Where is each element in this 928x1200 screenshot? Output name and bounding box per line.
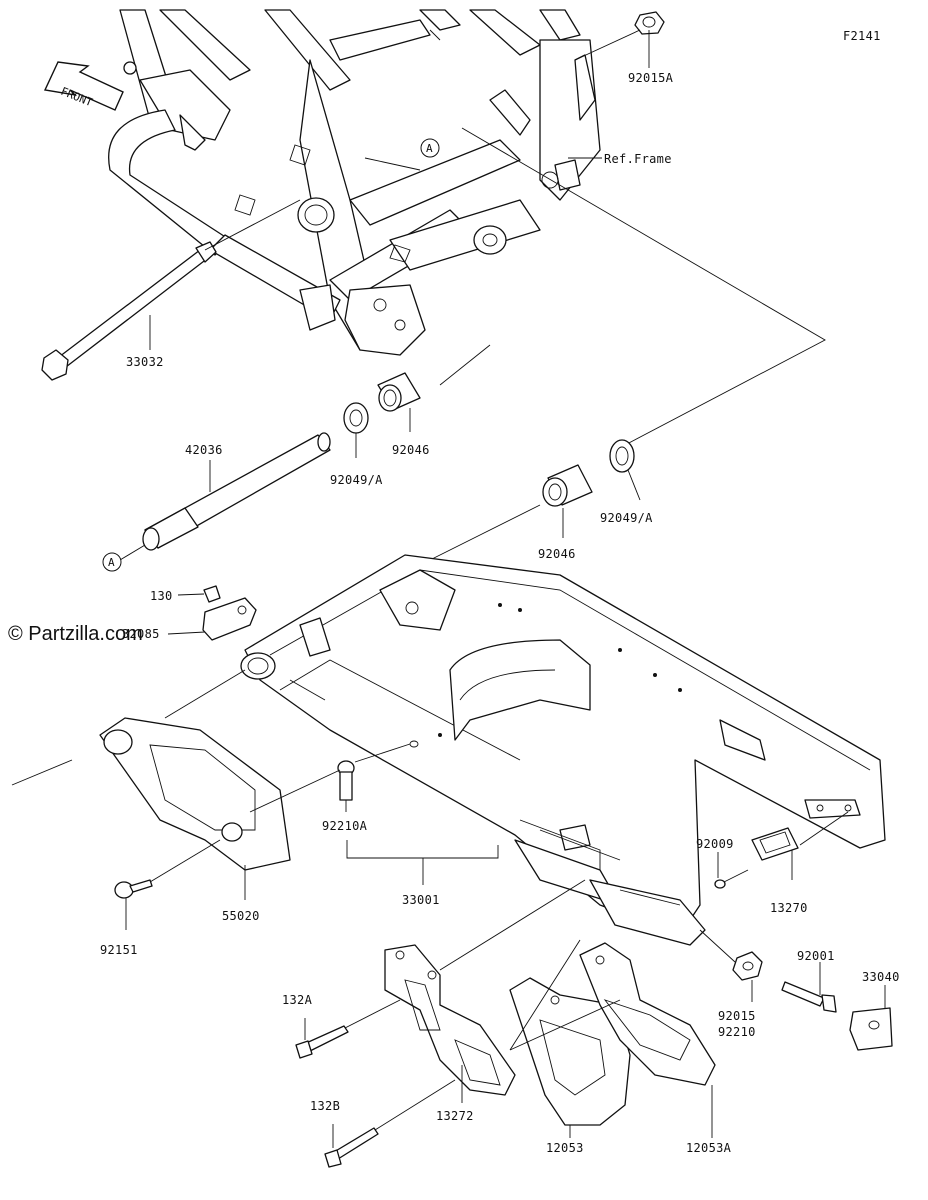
part-92049A-seal-mid (609, 439, 641, 501)
guide-line-bushing (439, 344, 491, 386)
part-33032-pivot-bolt (41, 241, 217, 381)
guide-line-guard-top (164, 669, 246, 719)
callout-a-upper-label: A (426, 142, 433, 155)
frame-drawing (108, 9, 601, 356)
label-132B: 132B (310, 1099, 340, 1113)
part-92015-nut (699, 929, 763, 1002)
part-92210A-bolt (249, 740, 419, 813)
guide-line-13272 (439, 879, 586, 971)
part-32085-bracket (167, 597, 257, 641)
callout-a-lower-leader (119, 544, 146, 561)
part-13272-plate (384, 944, 516, 1103)
label-ref-frame: Ref.Frame (604, 152, 672, 166)
part-130-bolt (177, 585, 221, 603)
guide-line-bolt (204, 199, 301, 251)
label-92046-top: 92046 (392, 443, 430, 457)
part-92046-bushing-top (377, 372, 421, 432)
part-12053A-slider (579, 942, 716, 1138)
diagram-code: F2141 (843, 29, 881, 43)
callout-a-lower-label: A (108, 556, 115, 569)
part-132B-bolt (324, 1079, 456, 1168)
part-55020-guard (99, 717, 291, 900)
part-132A-bolt (295, 999, 401, 1059)
part-33001-swingarm (240, 554, 886, 946)
label-13270: 13270 (770, 901, 808, 915)
part-12053-slider (509, 977, 631, 1138)
watermark: © Partzilla.com (8, 623, 143, 645)
part-92001-bolt (781, 962, 837, 1013)
label-92210A: 92210A (322, 819, 368, 833)
label-92015: 92015 (718, 1009, 756, 1023)
label-92015A: 92015A (628, 71, 674, 85)
label-33040: 33040 (862, 970, 900, 984)
label-92009: 92009 (696, 837, 734, 851)
part-92009-screw (714, 852, 749, 889)
guide-line-guard-left (11, 759, 73, 786)
part-42036-collar (142, 432, 331, 551)
label-92210: 92210 (718, 1025, 756, 1039)
label-92046-mid: 92046 (538, 547, 576, 561)
part-33040-block (849, 985, 893, 1051)
part-92015A-nut (574, 11, 665, 68)
label-12053A: 12053A (686, 1141, 732, 1155)
guide-line-a (364, 157, 421, 171)
part-92049A-seal-top (343, 402, 369, 458)
part-13270-plate (751, 811, 849, 880)
label-13272: 13272 (436, 1109, 474, 1123)
label-33032: 33032 (126, 355, 164, 369)
guide-line-frame (461, 127, 826, 446)
label-132A: 132A (282, 993, 313, 1007)
label-130: 130 (150, 589, 173, 603)
label-12053: 12053 (546, 1141, 584, 1155)
label-92001: 92001 (797, 949, 835, 963)
front-arrow: FRONT (43, 61, 124, 111)
label-42036: 42036 (185, 443, 223, 457)
label-92151: 92151 (100, 943, 138, 957)
callout-a-lower (102, 552, 122, 572)
part-92046-bushing-mid (542, 464, 593, 538)
label-92049A-mid: 92049/A (600, 511, 653, 525)
label-92049A-top: 92049/A (330, 473, 383, 487)
label-33001: 33001 (402, 893, 440, 907)
callout-a-upper (420, 138, 440, 158)
guide-line-sliders (509, 939, 621, 1051)
guide-line-bushing-mid (429, 504, 541, 561)
label-55020: 55020 (222, 909, 260, 923)
label-32085: 32085 (122, 627, 160, 641)
part-92151-bolt (114, 839, 221, 930)
